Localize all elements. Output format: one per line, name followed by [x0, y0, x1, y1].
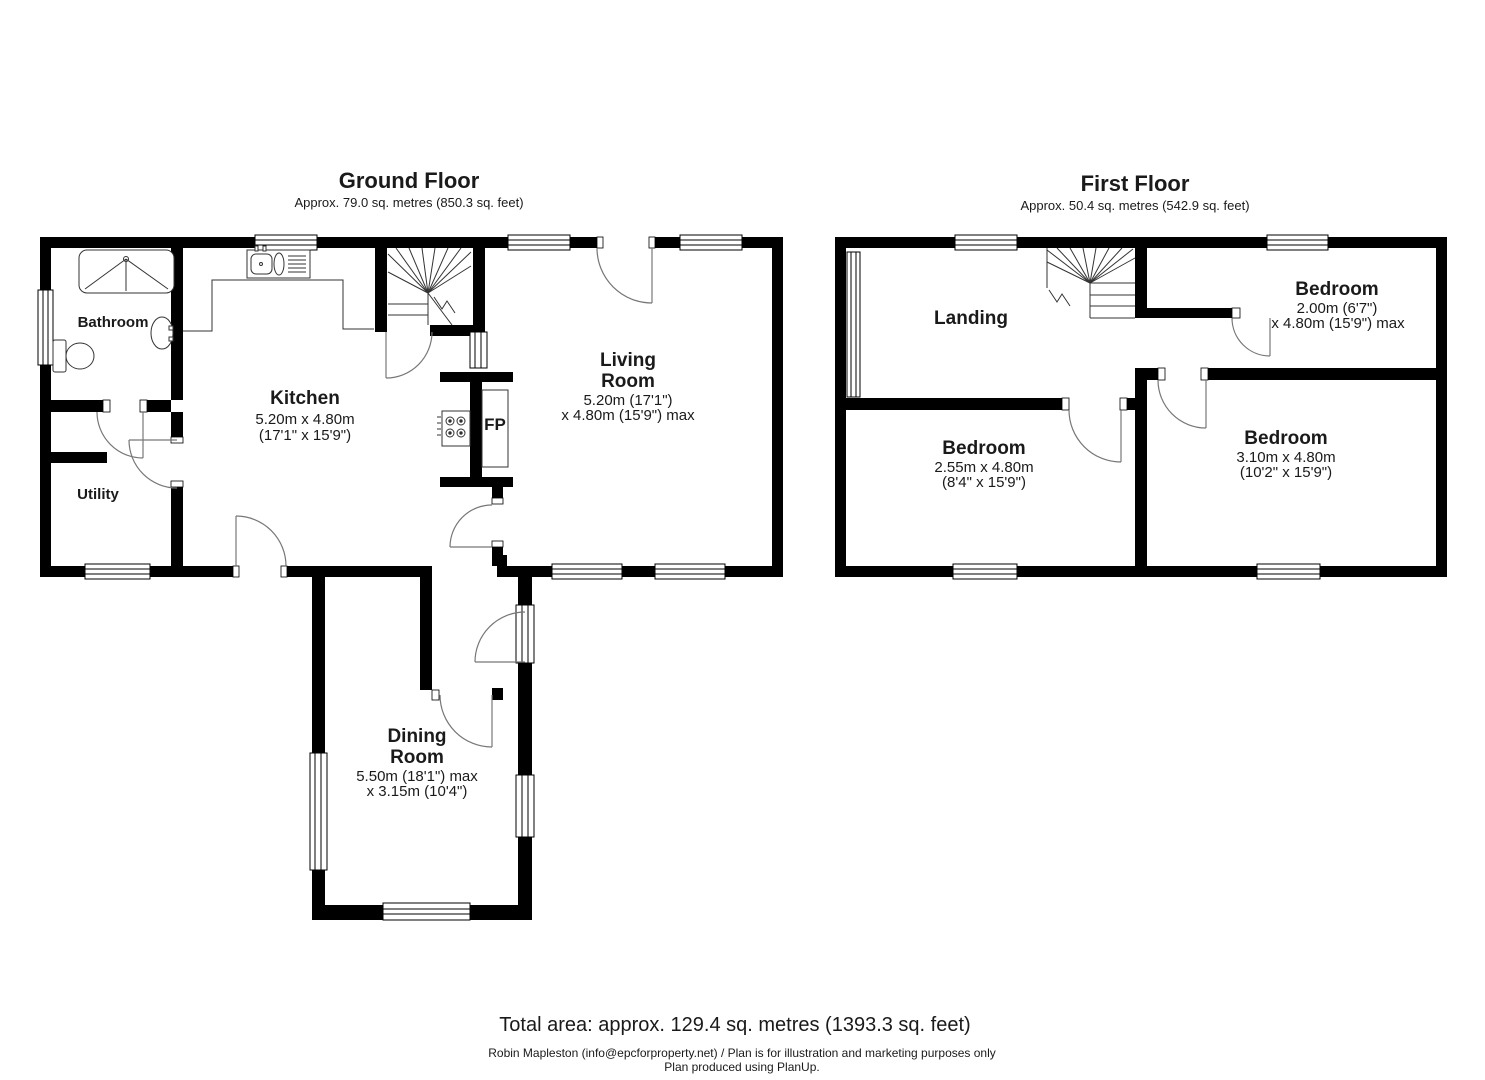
bedroom-bottom-right-door [1157, 379, 1207, 429]
total-area-text: Total area: approx. 129.4 sq. metres (13… [499, 1014, 971, 1036]
first-floor-area: Approx. 50.4 sq. metres (542.9 sq. feet) [1020, 198, 1250, 213]
ground-floor-stairs [387, 247, 472, 326]
fireplace-label: FP [484, 415, 506, 434]
window [1266, 234, 1329, 251]
ground-floor-walls [40, 237, 783, 920]
room-label-living-room-2: Room [601, 371, 655, 392]
first-floor-walls [835, 237, 1447, 577]
bedroom-bl-dim-2: (8'4" x 15'9") [942, 474, 1026, 491]
kitchen-hall-door [128, 439, 178, 489]
internal-glazing [469, 331, 488, 369]
room-label-living-room-1: Living [600, 350, 656, 371]
room-label-bedroom-br: Bedroom [1244, 428, 1328, 449]
room-label-landing: Landing [934, 308, 1008, 329]
kitchen-sink [246, 245, 311, 279]
produced-text: Plan produced using PlanUp. [664, 1060, 820, 1074]
kitchen-exterior-door [235, 515, 287, 567]
kitchen-counter [183, 279, 374, 332]
window [952, 563, 1018, 580]
ground-floor-title: Ground Floor [338, 168, 480, 193]
living-room-dim-1: 5.20m (17'1") [583, 392, 673, 409]
first-floor-door-jambs [1061, 307, 1241, 411]
kitchen-dim-imperial: (17'1" x 15'9") [258, 427, 352, 444]
room-label-dining-room-2: Room [390, 747, 444, 768]
room-label-kitchen: Kitchen [270, 388, 340, 409]
window [382, 902, 471, 921]
room-label-dining-room-1: Dining [387, 726, 447, 747]
room-label-bathroom: Bathroom [77, 314, 149, 331]
dining-back-door [474, 611, 526, 663]
stairs-door [385, 331, 433, 379]
kitchen-dim-metric: 5.20m x 4.80m [255, 411, 355, 428]
bedroom-top-right-door [1231, 317, 1271, 357]
bedroom-tr-dim-2: x 4.80m (15'9") max [1271, 315, 1405, 332]
ground-floor-windows [37, 234, 743, 921]
ground-floor-door-jambs [102, 236, 656, 701]
window [515, 774, 535, 838]
window [37, 289, 54, 366]
window [1256, 563, 1321, 580]
first-floor-title: First Floor [1080, 171, 1190, 196]
ground-floor-area: Approx. 79.0 sq. metres (850.3 sq. feet) [294, 195, 524, 210]
window [507, 234, 571, 251]
first-floor-stairs [1046, 247, 1136, 319]
bathroom-fixtures [52, 249, 175, 373]
credit-text: Robin Mapleston (info@epcforproperty.net… [488, 1046, 996, 1060]
first-floor-windows [846, 234, 1329, 580]
kitchen-living-door [449, 504, 493, 548]
living-room-dim-2: x 4.80m (15'9") max [561, 407, 695, 424]
window [309, 752, 328, 871]
front-door [596, 247, 653, 304]
window [254, 234, 318, 251]
corridor-dining-door [439, 694, 493, 748]
hall-utility-door [96, 411, 144, 459]
first-floor-doors [1068, 317, 1271, 463]
window [954, 234, 1018, 251]
first-floor-plan [835, 234, 1447, 580]
dining-room-dim-1: 5.50m (18'1") max [356, 768, 478, 785]
bedroom-tr-dim-1: 2.00m (6'7") [1296, 300, 1378, 317]
toilet [52, 339, 95, 373]
bedroom-bottom-left-door [1068, 409, 1122, 463]
glazed-back-door [515, 604, 535, 664]
bedroom-br-dim-2: (10'2" x 15'9") [1239, 464, 1333, 481]
window [551, 563, 623, 580]
cooker-hob [437, 410, 471, 447]
dining-room-dim-2: x 3.15m (10'4") [366, 783, 468, 800]
landing-tall-window [846, 251, 861, 398]
kitchen-fixtures [246, 245, 509, 468]
bathtub [78, 249, 175, 294]
bedroom-bl-dim-1: 2.55m x 4.80m [934, 459, 1034, 476]
room-label-utility: Utility [77, 486, 119, 503]
fireplace-box [481, 389, 509, 468]
window [654, 563, 726, 580]
bedroom-br-dim-1: 3.10m x 4.80m [1236, 449, 1336, 466]
room-label-bedroom-tr: Bedroom [1295, 279, 1379, 300]
ground-floor-doors [96, 247, 653, 748]
basin [150, 316, 174, 350]
window [679, 234, 743, 251]
ground-floor-plan [37, 234, 783, 921]
window [84, 563, 151, 580]
room-label-bedroom-bl: Bedroom [942, 438, 1026, 459]
